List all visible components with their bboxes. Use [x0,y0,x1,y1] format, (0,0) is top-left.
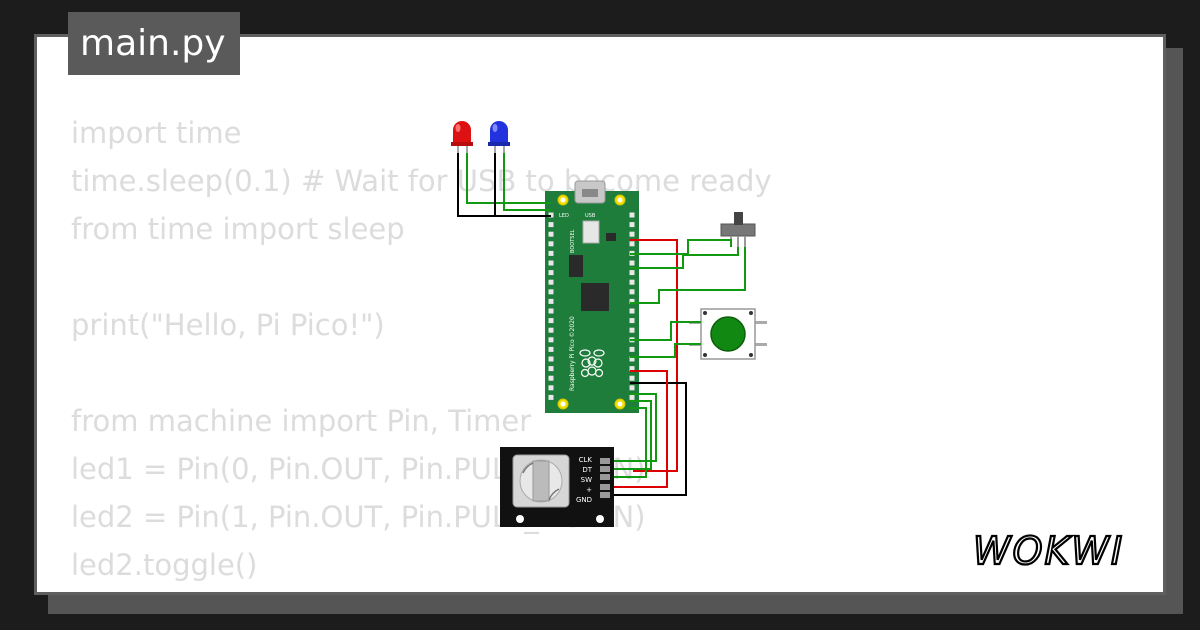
pico-pin-left-20 [548,394,554,400]
pico-pin-left-18 [548,375,554,381]
pico-pin-left-16 [548,356,554,362]
pico-pin-left-19 [548,385,554,391]
pico-pin-right-10 [629,298,635,304]
pico-pin-right-12 [629,318,635,324]
circuit-diagram[interactable]: Raspberry Pi Pico ©2020 BOOTSEL LED USB [37,37,1166,595]
pico-pin-right-2 [629,222,635,228]
encoder-pin-vcc: + [586,486,592,494]
pico-pin-left-12 [548,318,554,324]
pico-pin-right-9 [629,289,635,295]
pico-pin-left-10 [548,298,554,304]
pico-pin-left-5 [548,250,554,256]
code-line-7: from machine import Pin, Timer [71,404,532,438]
rp2040-chip [581,283,609,311]
led-red[interactable] [451,121,473,153]
component-wires [603,239,746,496]
pico-pin-right-1 [629,212,635,218]
encoder-mount-hole-right [596,515,604,523]
pico-pin-right-3 [629,231,635,237]
pico-pin-left-7 [548,270,554,276]
led-blue[interactable] [488,121,510,153]
bootsel-label: BOOTSEL [570,229,576,253]
file-name-tab[interactable]: main.py [68,12,240,75]
pico-pin-right-7 [629,270,635,276]
pico-pin-left-14 [548,337,554,343]
pico-pin-left-3 [548,231,554,237]
wokwi-logo-text: WOKWI [973,529,1124,573]
pico-pin-right-11 [629,308,635,314]
pico-pin-right-20 [629,394,635,400]
push-button-cap[interactable] [710,316,746,352]
pico-pin-left-6 [548,260,554,266]
pico-pin-right-15 [629,346,635,352]
pico-pin-right-19 [629,385,635,391]
pico-pin-left-8 [548,279,554,285]
code-line-1: import time [71,116,242,150]
encoder-pin-sw: SW [581,476,592,484]
pico-pin-left-2 [548,222,554,228]
pico-pin-left-9 [548,289,554,295]
encoder-pin-gnd: GND [576,496,592,504]
pico-pin-left-11 [548,308,554,314]
raspberry-logo-icon [579,349,605,378]
pico-pin-right-16 [629,356,635,362]
pico-pin-right-17 [629,366,635,372]
usb-label: USB [585,213,596,219]
pico-pin-right-4 [629,241,635,247]
project-card[interactable]: import time time.sleep(0.1) # Wait for U… [34,34,1166,595]
encoder-pin-headers [600,458,610,498]
pico-pin-left-17 [548,366,554,372]
rotary-encoder[interactable]: CLK DT SW + GND [500,447,614,527]
wokwi-logo: WOKWI [972,528,1124,574]
pico-model-label: Raspberry Pi Pico ©2020 [569,316,576,391]
pico-pin-left-4 [548,241,554,247]
pico-pin-right-8 [629,279,635,285]
flash-chip [569,255,583,277]
code-line-5: print("Hello, Pi Pico!") [71,308,385,342]
push-button[interactable] [689,308,767,360]
encoder-pin-clk: CLK [579,456,593,464]
bootsel-button[interactable] [582,220,600,244]
pico-pin-right-18 [629,375,635,381]
pico-pin-left-13 [548,327,554,333]
encoder-pin-dt: DT [582,466,592,474]
pico-board[interactable]: Raspberry Pi Pico ©2020 BOOTSEL LED USB [545,180,639,413]
pico-pin-right-13 [629,327,635,333]
pico-pin-right-6 [629,260,635,266]
slide-switch[interactable] [720,212,756,247]
led-wires [457,153,551,217]
led-label: LED [559,213,569,219]
pico-pin-left-15 [548,346,554,352]
code-line-10: led2.toggle() [71,548,258,582]
encoder-mount-hole-left [516,515,524,523]
code-line-3: from time import sleep [71,212,405,246]
